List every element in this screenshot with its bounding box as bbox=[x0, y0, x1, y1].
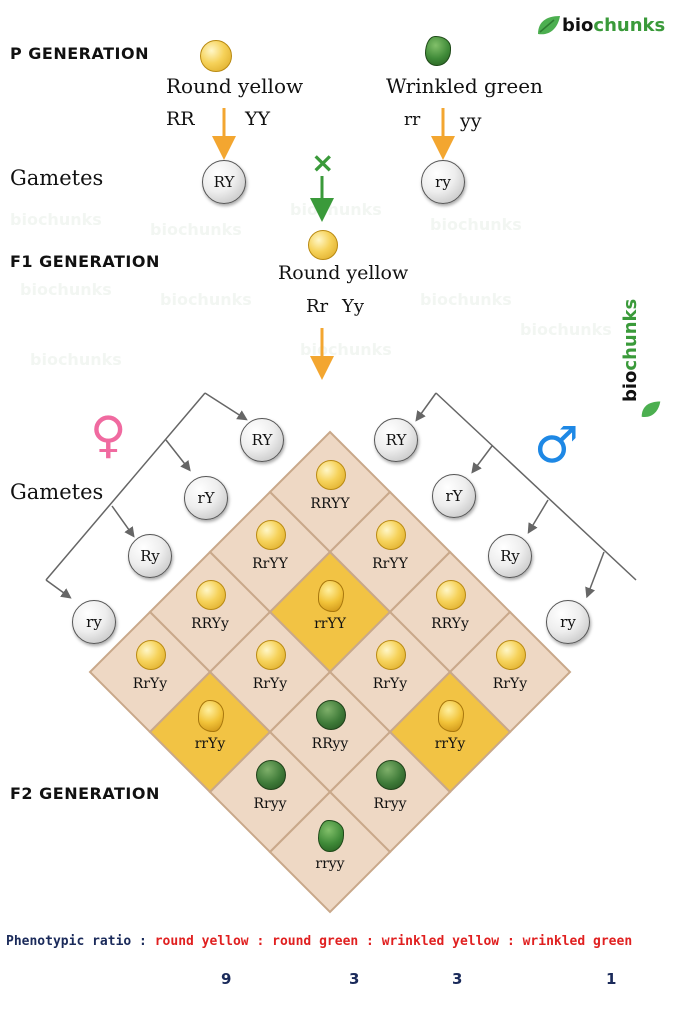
leaf-icon bbox=[641, 401, 661, 418]
female-branch-line bbox=[45, 392, 206, 581]
female-gamete-2: rY bbox=[184, 476, 228, 520]
wrinkled-yellow-seed-icon bbox=[198, 700, 224, 732]
ratio-class-4: wrinkled green bbox=[522, 934, 633, 949]
parent2-phenotype: Wrinkled green bbox=[386, 74, 543, 98]
cross-symbol: × bbox=[311, 146, 335, 179]
punnett-cell-genotype: Rryy bbox=[253, 796, 287, 812]
parent1-gene2: YY bbox=[245, 108, 271, 130]
round-green-seed-icon bbox=[316, 700, 346, 730]
punnett-cell-genotype: RrYY bbox=[372, 556, 408, 572]
leaf-icon bbox=[538, 16, 560, 35]
punnett-cell-genotype: RrYy bbox=[252, 676, 288, 692]
punnett-cell-genotype: rrYy bbox=[194, 736, 226, 752]
punnett-cell-genotype: rrYy bbox=[434, 736, 466, 752]
brand-logo: biochunks bbox=[536, 14, 665, 38]
female-gamete-3: Ry bbox=[128, 534, 172, 578]
round-green-seed-icon bbox=[376, 760, 406, 790]
round-yellow-seed-icon bbox=[136, 640, 166, 670]
punnett-cell-genotype: RrYy bbox=[132, 676, 168, 692]
watermark: biochunks bbox=[520, 320, 612, 339]
phenotypic-ratio-line: Phenotypic ratio : round yellow : round … bbox=[6, 934, 633, 949]
watermark: biochunks bbox=[430, 215, 522, 234]
parent1-gene1: RR bbox=[166, 108, 195, 130]
f1-gene1: Rr bbox=[306, 296, 329, 317]
punnett-cell-genotype: RrYY bbox=[252, 556, 288, 572]
ratio-value-4: 1 bbox=[606, 970, 617, 988]
watermark: biochunks bbox=[30, 350, 122, 369]
male-gamete-1: RY bbox=[374, 418, 418, 462]
gametes-label-top: Gametes bbox=[10, 166, 104, 190]
round-yellow-seed-icon bbox=[200, 40, 232, 72]
parent2-gene1: rr bbox=[404, 110, 421, 130]
brand-text-part1: bio bbox=[562, 15, 594, 36]
punnett-cell-genotype: RRYY bbox=[310, 496, 350, 512]
round-yellow-seed-icon bbox=[376, 640, 406, 670]
wrinkled-yellow-seed-icon bbox=[318, 580, 344, 612]
watermark: biochunks bbox=[420, 290, 512, 309]
wrinkled-green-seed-icon bbox=[318, 820, 344, 852]
watermark: biochunks bbox=[160, 290, 252, 309]
ratio-class-3: wrinkled yellow bbox=[381, 934, 500, 949]
punnett-cell-genotype: RrYy bbox=[492, 676, 528, 692]
wrinkled-green-seed-icon bbox=[425, 36, 451, 66]
ratio-value-2: 3 bbox=[349, 970, 360, 988]
round-yellow-seed-icon bbox=[376, 520, 406, 550]
punnett-cell-genotype: Rryy bbox=[373, 796, 407, 812]
round-green-seed-icon bbox=[256, 760, 286, 790]
male-gamete-2: rY bbox=[432, 474, 476, 518]
round-yellow-seed-icon bbox=[256, 520, 286, 550]
wrinkled-yellow-seed-icon bbox=[438, 700, 464, 732]
gametes-label-f1: Gametes bbox=[10, 480, 104, 504]
parent2-gene2: yy bbox=[460, 110, 482, 132]
male-branch-line bbox=[435, 392, 637, 581]
p-gamete-2: ry bbox=[421, 160, 465, 204]
punnett-cell-genotype: rrYY bbox=[314, 616, 346, 632]
watermark: biochunks bbox=[150, 220, 242, 239]
punnett-cell bbox=[268, 790, 392, 914]
punnett-cell-genotype: RrYy bbox=[372, 676, 408, 692]
ratio-class-2: round green bbox=[272, 934, 359, 949]
round-yellow-seed-icon bbox=[256, 640, 286, 670]
f2-generation-label: F2 GENERATION bbox=[10, 784, 160, 803]
male-gamete-4: ry bbox=[546, 600, 590, 644]
ratio-value-1: 9 bbox=[221, 970, 232, 988]
round-yellow-seed-icon bbox=[316, 460, 346, 490]
round-yellow-seed-icon bbox=[196, 580, 226, 610]
female-gamete-4: ry bbox=[72, 600, 116, 644]
f1-generation-label: F1 GENERATION bbox=[10, 252, 160, 271]
p-gamete-1: RY bbox=[202, 160, 246, 204]
p-generation-label: P GENERATION bbox=[10, 44, 149, 63]
round-yellow-seed-icon bbox=[436, 580, 466, 610]
male-icon: ♂ bbox=[534, 416, 579, 474]
f1-gene2: Yy bbox=[342, 296, 365, 317]
brand-text-part2: chunks bbox=[593, 15, 666, 36]
ratio-value-3: 3 bbox=[452, 970, 463, 988]
ratio-title: Phenotypic ratio : bbox=[6, 934, 147, 949]
male-gamete-3: Ry bbox=[488, 534, 532, 578]
f1-phenotype: Round yellow bbox=[278, 262, 409, 284]
round-yellow-seed-icon bbox=[496, 640, 526, 670]
ratio-class-1: round yellow bbox=[154, 934, 249, 949]
punnett-cell-genotype: RRYy bbox=[191, 616, 229, 632]
watermark: biochunks bbox=[20, 280, 112, 299]
female-icon: ♀ bbox=[90, 406, 127, 464]
punnett-cell-genotype: RRYy bbox=[431, 616, 469, 632]
watermark: biochunks bbox=[10, 210, 102, 229]
round-yellow-seed-icon bbox=[308, 230, 338, 260]
punnett-cell-genotype: RRyy bbox=[311, 736, 349, 752]
parent1-phenotype: Round yellow bbox=[166, 74, 304, 98]
punnett-cell-genotype: rryy bbox=[315, 856, 345, 872]
female-gamete-1: RY bbox=[240, 418, 284, 462]
